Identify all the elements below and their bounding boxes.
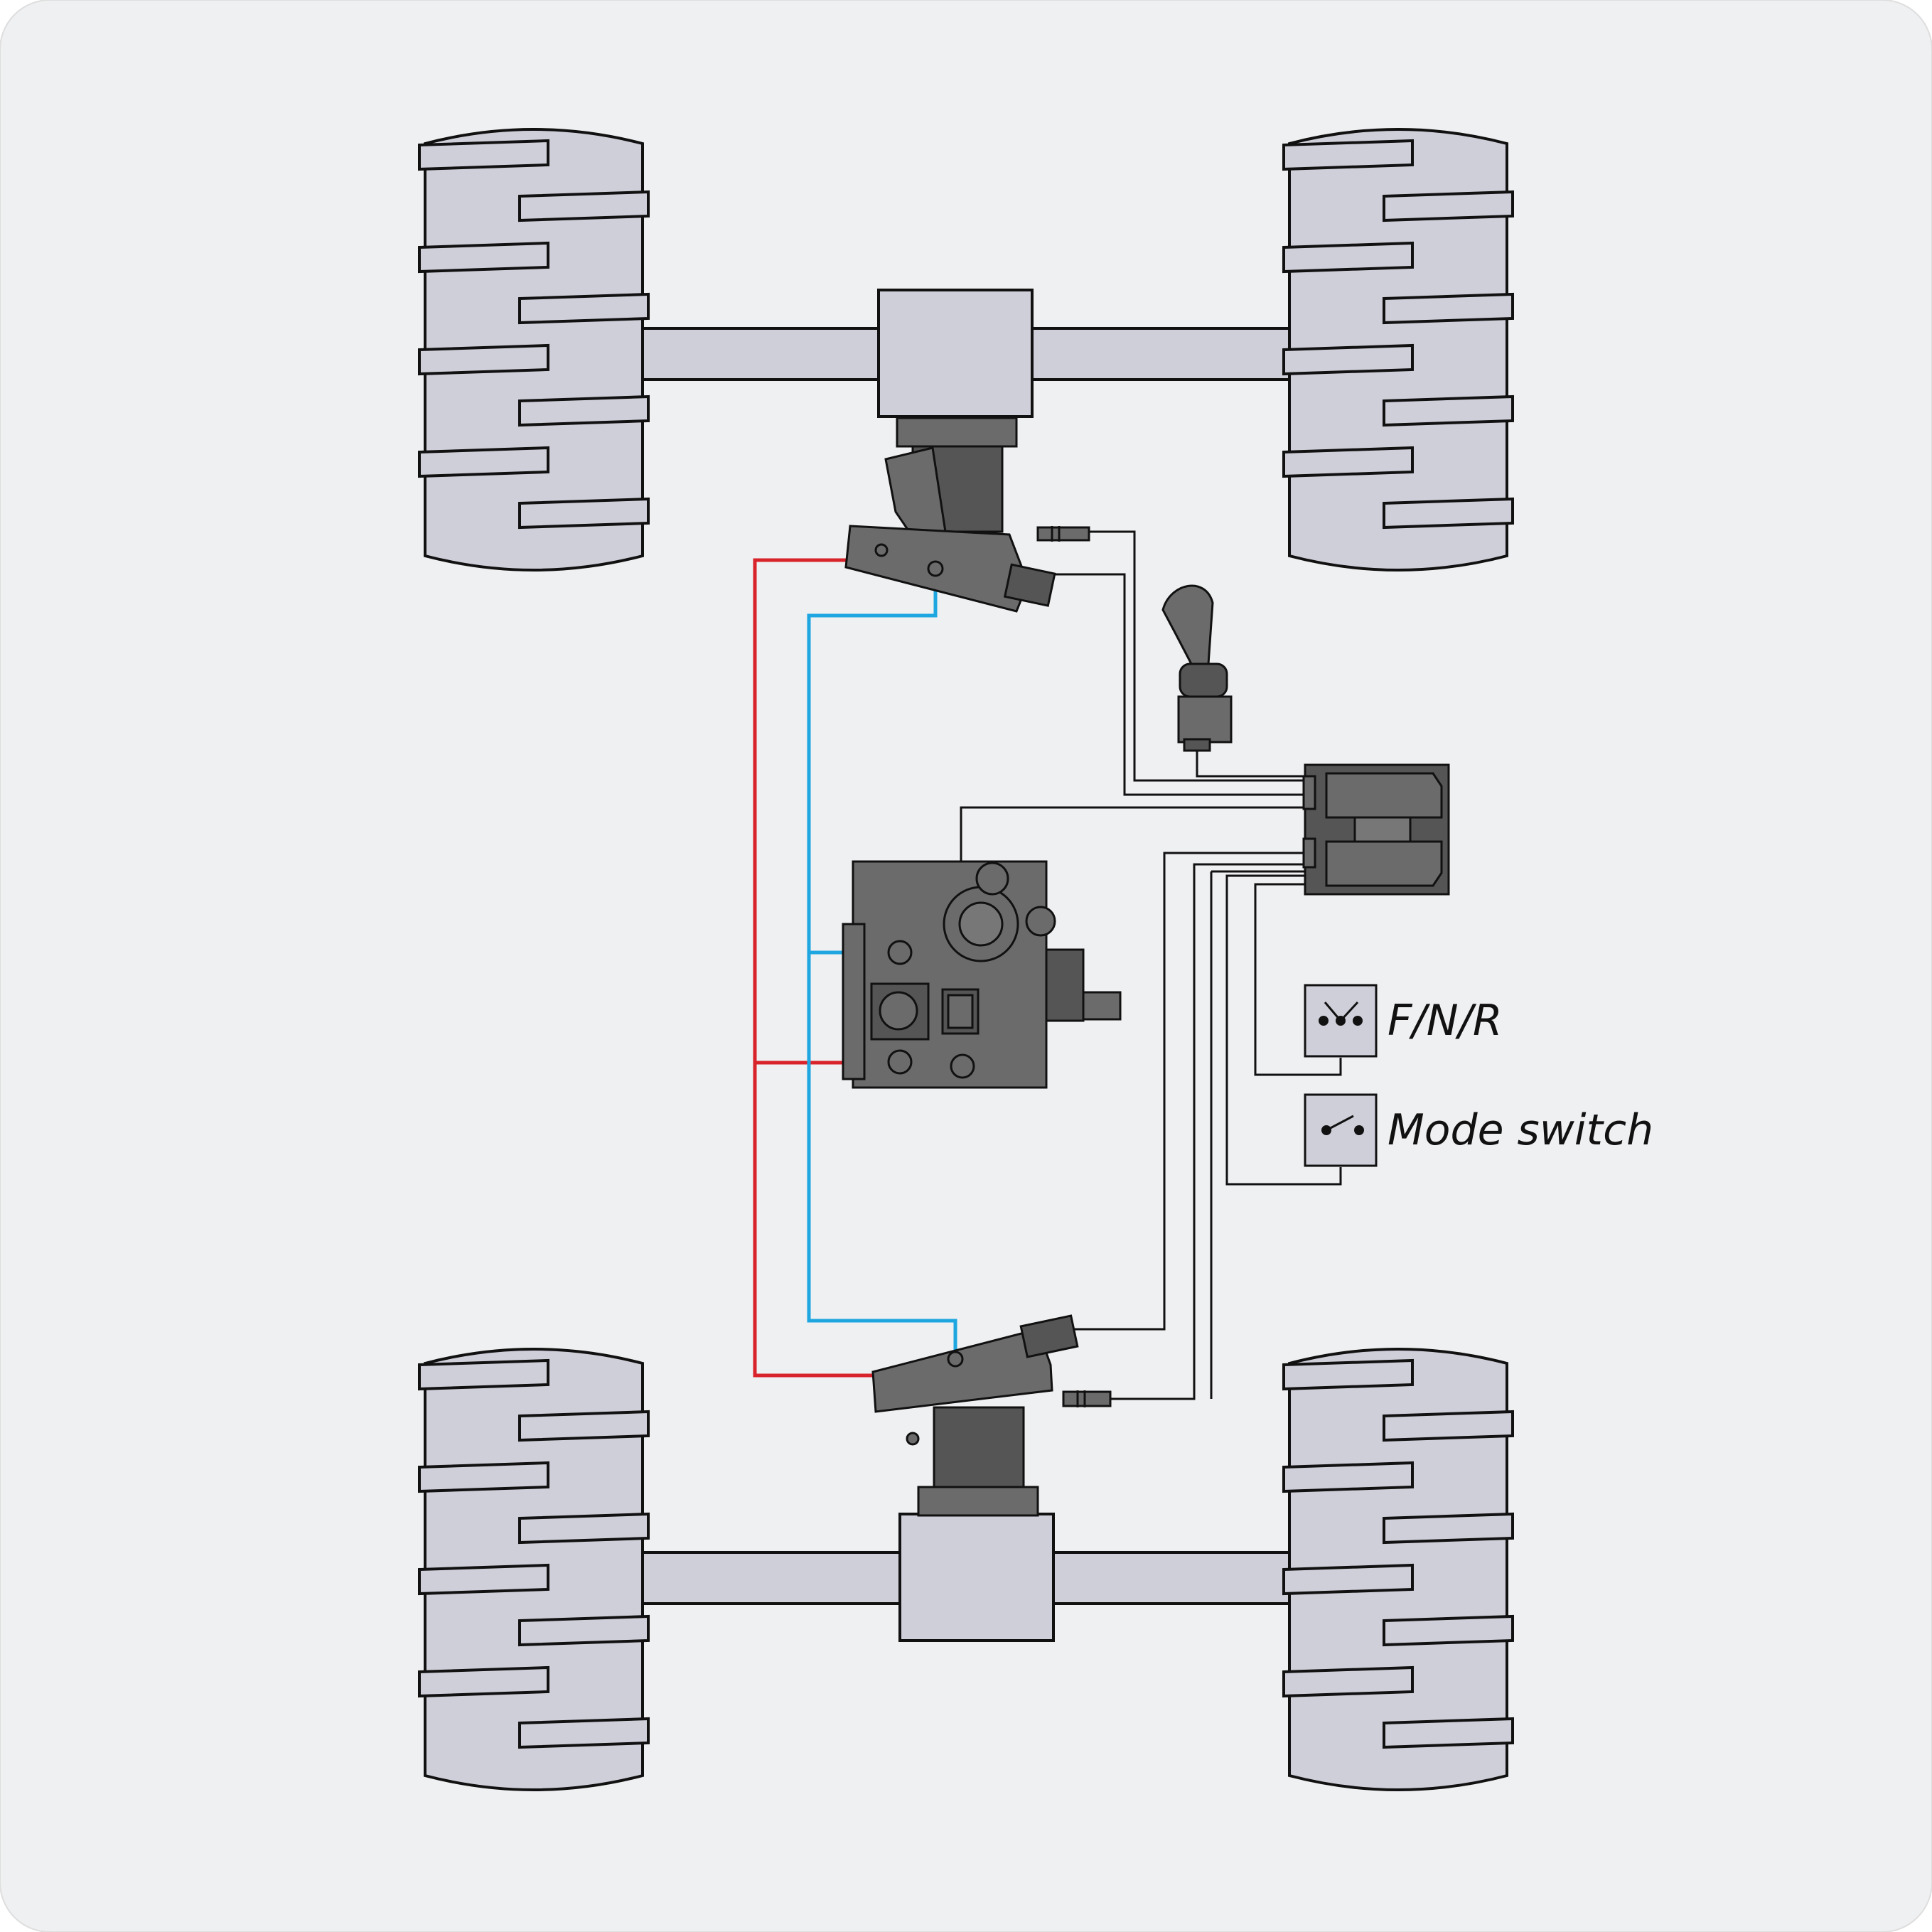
wheel-icon <box>1282 1348 1514 1791</box>
wheels <box>418 128 1514 1791</box>
joystick <box>1161 584 1233 752</box>
rear-axle-right-shaft <box>1051 1551 1295 1605</box>
wheel-icon <box>418 1348 650 1791</box>
front-differential <box>877 289 1034 418</box>
tire-tread <box>1282 1358 1414 1391</box>
tire-tread <box>518 1512 650 1545</box>
rear-differential <box>898 1513 1055 1642</box>
tire-tread <box>518 190 650 222</box>
tire-tread <box>1282 446 1414 478</box>
tire-tread <box>1383 1717 1514 1749</box>
ecu-controller <box>1302 763 1450 896</box>
tire-tread <box>518 1717 650 1749</box>
tire-tread <box>518 1410 650 1442</box>
tire-tread <box>418 1563 549 1596</box>
tire-tread <box>518 1614 650 1647</box>
tire-tread <box>1383 497 1514 530</box>
tire-tread <box>418 446 549 478</box>
fnr-label: F/N/R <box>1388 996 1503 1046</box>
wheel-icon <box>418 128 650 571</box>
tire-tread <box>418 343 549 376</box>
tire-tread <box>1282 343 1414 376</box>
rear-axle-left-shaft <box>638 1551 904 1605</box>
tire-tread <box>518 292 650 325</box>
tire-tread <box>1383 190 1514 222</box>
electrical-wiring <box>960 530 1342 1400</box>
tire-tread <box>518 497 650 530</box>
tire-tread <box>1383 1410 1514 1442</box>
tire-tread <box>1383 1614 1514 1647</box>
wire-front-sensor <box>1089 530 1305 782</box>
rear-axle-assembly <box>638 1513 1295 1642</box>
mode-switch: Mode switch <box>1304 1093 1653 1167</box>
wire-controller-extra <box>1210 870 1305 1399</box>
wire-rear-sensor <box>1110 863 1305 1400</box>
rear-hydraulic-motor <box>871 1314 1112 1517</box>
tire-tread <box>1282 139 1414 171</box>
front-hydraulic-motor <box>844 417 1090 613</box>
front-axle-assembly <box>638 289 1295 418</box>
hydraulic-pump <box>842 860 1122 1089</box>
tire-tread <box>1282 1665 1414 1698</box>
wire-fnr-switch <box>1254 883 1342 1076</box>
tire-tread <box>418 139 549 171</box>
mode-switch-label: Mode switch <box>1388 1105 1653 1155</box>
tire-tread <box>418 1358 549 1391</box>
tire-tread <box>1383 395 1514 427</box>
wire-joystick <box>1196 750 1305 778</box>
tire-tread <box>418 241 549 274</box>
wire-pump <box>960 806 1305 863</box>
front-axle-right-shaft <box>1029 327 1295 381</box>
tire-tread <box>1383 292 1514 325</box>
wire-mode-switch <box>1225 874 1342 1186</box>
wheel-icon <box>1282 128 1514 571</box>
tire-tread <box>418 1461 549 1493</box>
tire-tread <box>418 1665 549 1698</box>
wire-front-motor <box>1041 573 1305 796</box>
wire-rear-motor <box>1073 852 1305 1331</box>
tire-tread <box>1282 1563 1414 1596</box>
tire-tread <box>1383 1512 1514 1545</box>
front-axle-left-shaft <box>638 327 883 381</box>
tire-tread <box>1282 241 1414 274</box>
tire-tread <box>518 395 650 427</box>
fnr-switch: F/N/R <box>1304 984 1503 1058</box>
tire-tread <box>1282 1461 1414 1493</box>
